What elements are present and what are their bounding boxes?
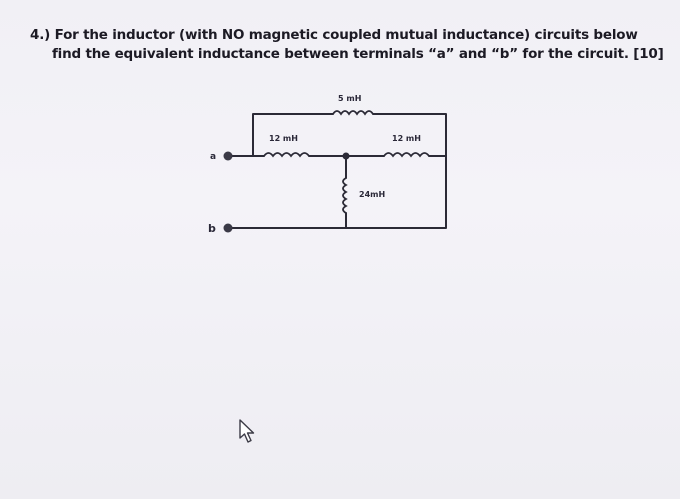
question-line-1: 4.) For the inductor (with NO magnetic c… (30, 27, 638, 43)
wire-top-right (345, 113, 447, 229)
inductor-left-coil (263, 152, 310, 158)
inductor-right-label: 12 mH (392, 134, 421, 143)
wire-left-vertical (252, 113, 334, 157)
terminal-b-label: b (208, 222, 216, 235)
inductor-middle-coil (342, 177, 348, 214)
terminal-a-label: a (210, 152, 216, 162)
inductor-top-coil (332, 110, 374, 116)
question-text: 4.) For the inductor (with NO magnetic c… (30, 26, 670, 64)
terminal-b-dot (223, 223, 233, 233)
mouse-pointer-icon (239, 419, 255, 443)
inductor-right-coil (383, 152, 430, 158)
terminal-a-dot (223, 151, 233, 161)
inductor-left-label: 12 mH (269, 134, 298, 143)
inductor-top-label: 5 mH (338, 94, 361, 103)
question-line-2: find the equivalent inductance between t… (52, 46, 664, 62)
inductor-middle-label: 24mH (359, 190, 385, 199)
